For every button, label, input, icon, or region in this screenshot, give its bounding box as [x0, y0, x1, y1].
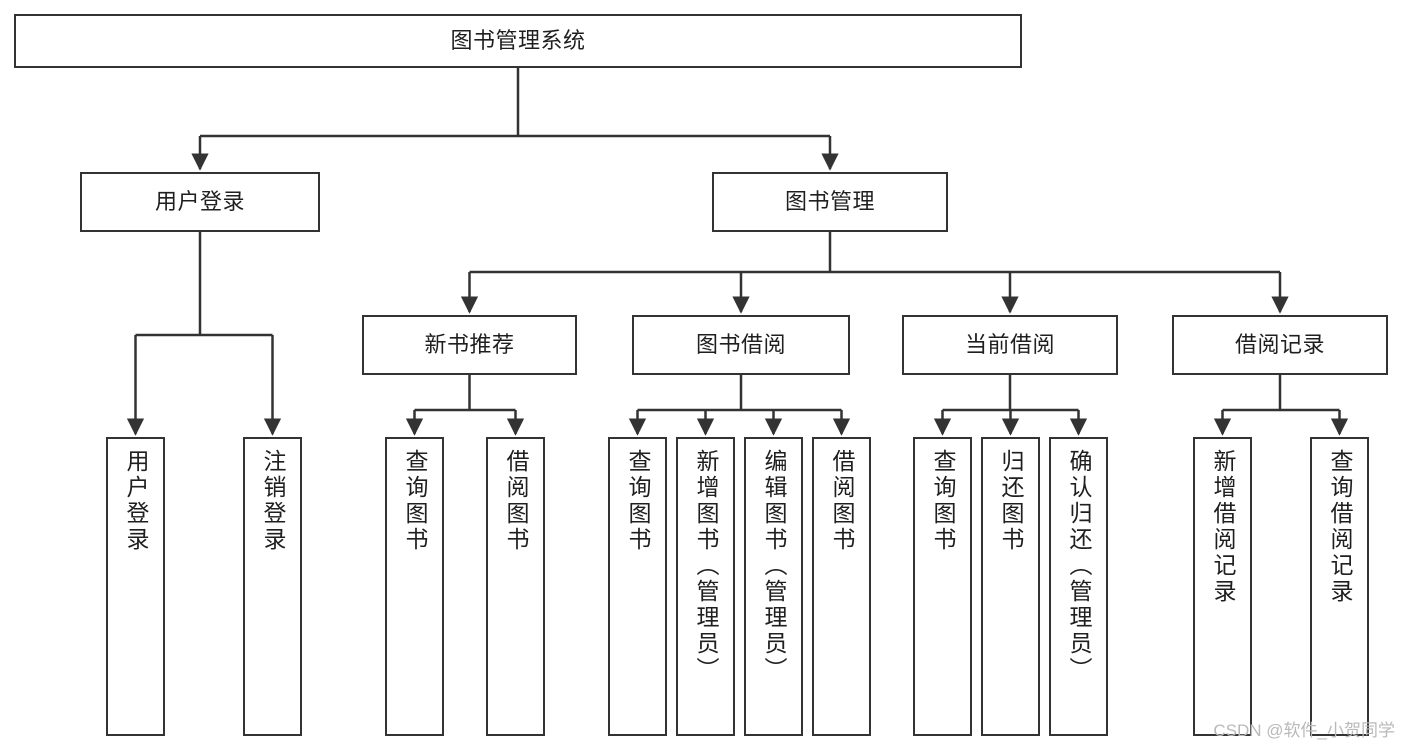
node-label: 借阅图书 — [829, 449, 855, 553]
node-label: 借阅图书 — [503, 449, 529, 553]
node-label: 图书借阅 — [695, 332, 786, 358]
node-label: 归还图书 — [998, 449, 1024, 553]
node-book-manage[interactable]: 图书管理 — [712, 172, 948, 232]
node-leaf-confirm-return[interactable]: 确认归还（管理员） — [1049, 437, 1108, 736]
node-label: 新增借阅记录 — [1210, 449, 1236, 605]
node-label: 新增图书（管理员） — [693, 449, 719, 683]
node-label: 新书推荐 — [424, 332, 515, 358]
node-label: 编辑图书（管理员） — [761, 449, 787, 683]
node-leaf-user-logout[interactable]: 注销登录 — [243, 437, 302, 736]
node-label: 确认归还（管理员） — [1066, 449, 1092, 683]
node-label: 图书管理系统 — [450, 28, 586, 54]
node-label: 查询图书 — [625, 449, 651, 553]
node-leaf-borrow-book-2[interactable]: 借阅图书 — [812, 437, 871, 736]
connector-lines — [126, 68, 1349, 436]
node-user-login[interactable]: 用户登录 — [80, 172, 320, 232]
node-label: 查询借阅记录 — [1327, 449, 1353, 605]
node-label: 注销登录 — [260, 449, 286, 553]
node-leaf-query-book-3[interactable]: 查询图书 — [913, 437, 972, 736]
node-leaf-edit-book[interactable]: 编辑图书（管理员） — [744, 437, 803, 736]
node-root[interactable]: 图书管理系统 — [14, 14, 1022, 68]
node-book-borrow[interactable]: 图书借阅 — [632, 315, 850, 375]
node-leaf-query-book-2[interactable]: 查询图书 — [608, 437, 667, 736]
node-label: 查询图书 — [930, 449, 956, 553]
node-leaf-query-record[interactable]: 查询借阅记录 — [1310, 437, 1369, 736]
node-borrow-record[interactable]: 借阅记录 — [1172, 315, 1388, 375]
node-leaf-add-record[interactable]: 新增借阅记录 — [1193, 437, 1252, 736]
node-leaf-query-book-1[interactable]: 查询图书 — [385, 437, 444, 736]
node-leaf-borrow-book-1[interactable]: 借阅图书 — [486, 437, 545, 736]
node-leaf-user-login[interactable]: 用户登录 — [106, 437, 165, 736]
node-label: 查询图书 — [402, 449, 428, 553]
node-new-book-rec[interactable]: 新书推荐 — [362, 315, 577, 375]
node-current-borrow[interactable]: 当前借阅 — [902, 315, 1118, 375]
node-leaf-return-book[interactable]: 归还图书 — [981, 437, 1040, 736]
node-label: 图书管理 — [784, 189, 875, 215]
node-label: 用户登录 — [123, 449, 149, 553]
node-label: 当前借阅 — [964, 332, 1055, 358]
node-label: 用户登录 — [154, 189, 245, 215]
node-leaf-add-book[interactable]: 新增图书（管理员） — [676, 437, 735, 736]
node-label: 借阅记录 — [1234, 332, 1325, 358]
